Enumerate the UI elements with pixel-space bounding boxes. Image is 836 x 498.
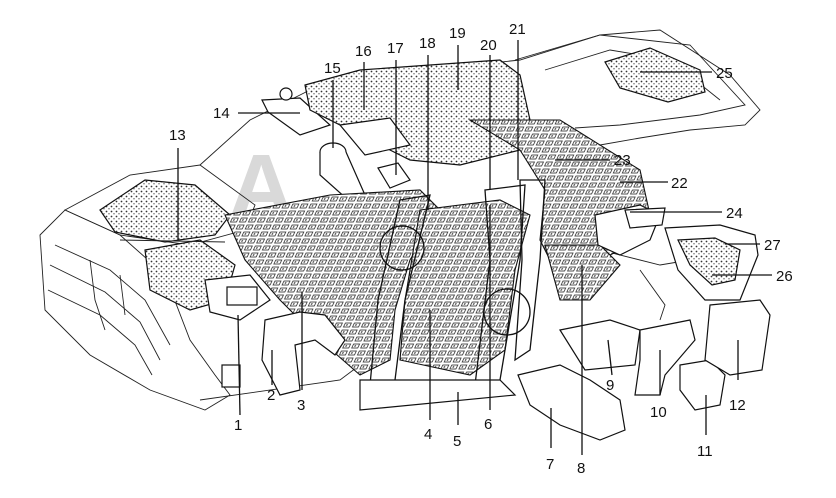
spare-wheel-pad xyxy=(517,364,626,441)
firewall-pad xyxy=(226,286,258,306)
trunk-lid-pad xyxy=(604,47,706,103)
detail-circle-right xyxy=(483,288,531,336)
quarter-panel-pad xyxy=(704,299,771,376)
rear-shelf-pad xyxy=(677,237,741,286)
front-floor-left xyxy=(224,189,441,376)
callout-11: 11 xyxy=(697,443,713,460)
hood-insulator xyxy=(99,179,231,243)
callout-19: 19 xyxy=(449,25,466,42)
c-pillar-frame xyxy=(514,179,546,362)
cowl-panel xyxy=(261,97,332,136)
front-corner-pad xyxy=(221,364,241,388)
callout-25: 25 xyxy=(716,65,733,82)
callout-10: 10 xyxy=(650,404,667,421)
callout-9: 9 xyxy=(606,377,614,394)
leader-lines xyxy=(177,40,772,455)
callout-labels: 1 2 3 4 5 6 7 8 9 10 11 12 13 14 15 16 1… xyxy=(169,21,793,477)
callout-2: 2 xyxy=(267,387,275,404)
canister-body xyxy=(319,151,366,201)
callout-1: 1 xyxy=(234,417,242,434)
callout-18: 18 xyxy=(419,35,436,52)
rocker-sill xyxy=(359,379,517,411)
headliner-clip xyxy=(377,162,411,189)
quarter-trim-left xyxy=(634,319,696,396)
callout-6: 6 xyxy=(484,416,492,433)
callout-8: 8 xyxy=(577,460,585,477)
callout-26: 26 xyxy=(776,268,793,285)
callout-27: 27 xyxy=(764,237,781,254)
callout-24: 24 xyxy=(726,205,743,222)
cowl-fastener xyxy=(279,87,293,101)
callout-4: 4 xyxy=(424,426,432,443)
callout-5: 5 xyxy=(453,433,461,450)
callout-13: 13 xyxy=(169,127,186,144)
callout-7: 7 xyxy=(546,456,554,473)
callout-21: 21 xyxy=(509,21,526,38)
callout-14: 14 xyxy=(213,105,230,122)
callout-22: 22 xyxy=(671,175,688,192)
callout-20: 20 xyxy=(480,37,497,54)
rear-wheelhouse-pad xyxy=(559,319,641,371)
callout-16: 16 xyxy=(355,43,372,60)
callout-3: 3 xyxy=(297,397,305,414)
detail-circle-left xyxy=(379,225,425,271)
front-wheel-arch-liner xyxy=(261,311,346,396)
callout-12: 12 xyxy=(729,397,746,414)
callout-23: 23 xyxy=(614,152,631,169)
callout-17: 17 xyxy=(387,40,404,57)
callout-15: 15 xyxy=(324,60,341,77)
sunroof-pad xyxy=(338,117,412,156)
trunk-bracket xyxy=(624,207,666,229)
front-floor-right xyxy=(399,199,531,376)
